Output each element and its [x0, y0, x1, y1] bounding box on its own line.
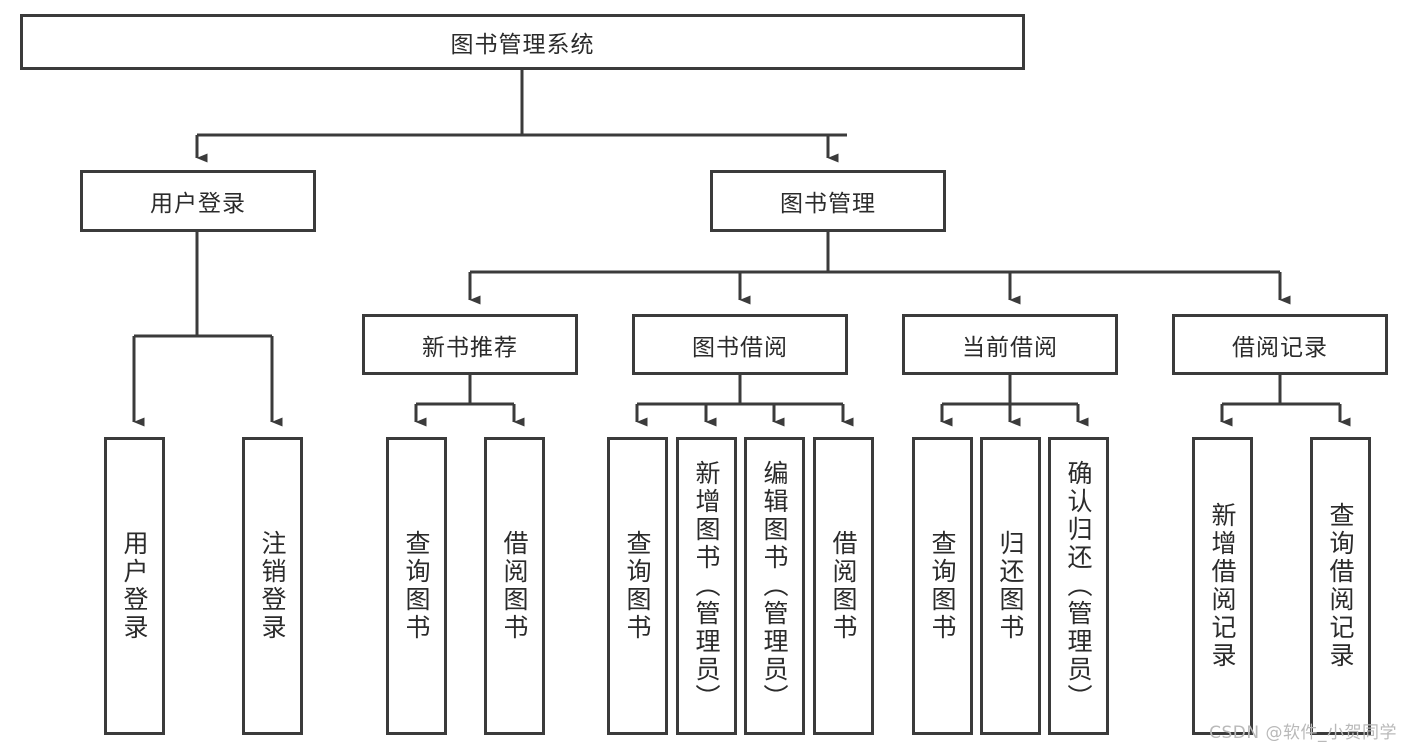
node-label: 用户登录 [150, 191, 246, 217]
node-label: 查询图书 [623, 530, 652, 642]
node-label: 用户登录 [120, 530, 149, 642]
leaf-book-borrow-borrow[interactable]: 借阅图书 [813, 437, 874, 735]
node-book-borrow[interactable]: 图书借阅 [632, 314, 848, 375]
node-new-book-recommend[interactable]: 新书推荐 [362, 314, 578, 375]
node-label: 新书推荐 [422, 334, 518, 361]
node-book-management[interactable]: 图书管理 [710, 170, 946, 232]
leaf-new-book-query[interactable]: 查询图书 [386, 437, 447, 735]
node-root-system[interactable]: 图书管理系统 [20, 14, 1025, 70]
node-label: 图书借阅 [692, 334, 788, 361]
node-label: 新增图书（管理员） [692, 460, 721, 712]
leaf-borrow-record-query[interactable]: 查询借阅记录 [1310, 437, 1371, 735]
leaf-new-book-borrow[interactable]: 借阅图书 [484, 437, 545, 735]
leaf-book-borrow-edit[interactable]: 编辑图书（管理员） [744, 437, 805, 735]
node-label: 借阅图书 [500, 530, 529, 642]
node-label: 编辑图书（管理员） [760, 460, 789, 712]
leaf-current-borrow-return[interactable]: 归还图书 [980, 437, 1041, 735]
node-label: 新增借阅记录 [1208, 502, 1237, 670]
node-borrow-record[interactable]: 借阅记录 [1172, 314, 1388, 375]
leaf-user-login-login[interactable]: 用户登录 [104, 437, 165, 735]
node-label: 归还图书 [996, 530, 1025, 642]
node-label: 当前借阅 [962, 334, 1058, 361]
node-label: 注销登录 [258, 530, 287, 642]
node-label: 借阅图书 [829, 530, 858, 642]
node-label: 确认归还（管理员） [1064, 460, 1093, 712]
node-label: 查询图书 [928, 530, 957, 642]
node-label: 查询图书 [402, 530, 431, 642]
leaf-borrow-record-add[interactable]: 新增借阅记录 [1192, 437, 1253, 735]
node-user-login[interactable]: 用户登录 [80, 170, 316, 232]
leaf-book-borrow-query[interactable]: 查询图书 [607, 437, 668, 735]
leaf-user-login-logout[interactable]: 注销登录 [242, 437, 303, 735]
leaf-current-borrow-confirm-return[interactable]: 确认归还（管理员） [1048, 437, 1109, 735]
node-current-borrow[interactable]: 当前借阅 [902, 314, 1118, 375]
node-label: 查询借阅记录 [1326, 502, 1355, 670]
watermark-text: CSDN @软件_小贺同学 [1209, 723, 1397, 743]
node-label: 借阅记录 [1232, 334, 1328, 361]
leaf-book-borrow-add[interactable]: 新增图书（管理员） [676, 437, 737, 735]
node-label: 图书管理 [780, 191, 876, 217]
leaf-current-borrow-query[interactable]: 查询图书 [912, 437, 973, 735]
node-label: 图书管理系统 [450, 32, 595, 58]
